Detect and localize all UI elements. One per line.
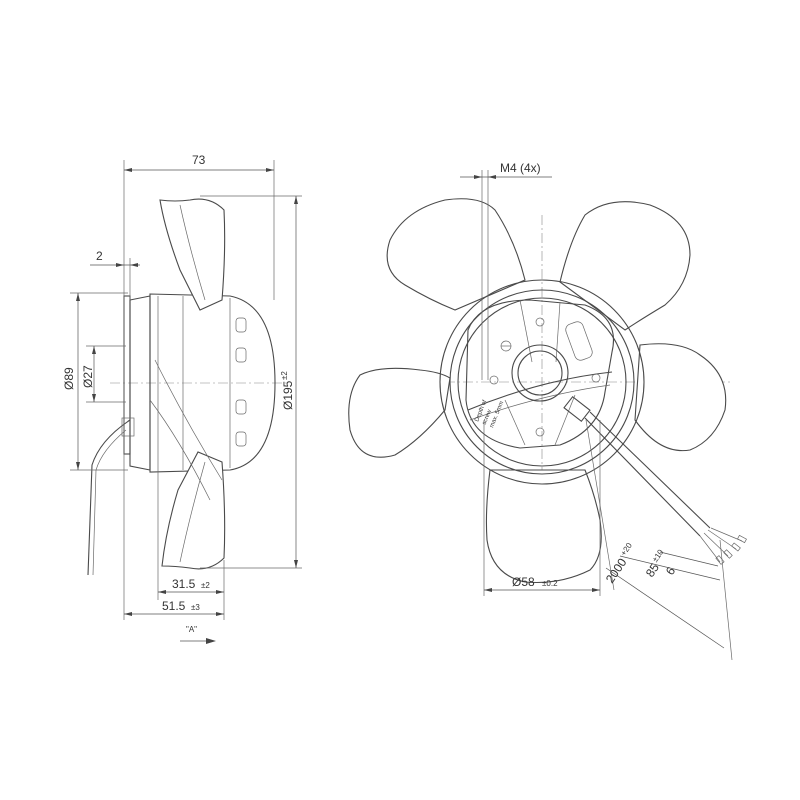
arrow-2-r bbox=[130, 263, 138, 267]
dim-6-label: 6 bbox=[663, 564, 679, 578]
hub-inner-ring bbox=[457, 297, 627, 467]
dim-89-label: Ø89 bbox=[62, 367, 76, 390]
arrow-2-l bbox=[116, 263, 124, 267]
side-view: 73 2 Ø89 Ø27 Ø195 ±2 bbox=[62, 153, 302, 644]
dim-58-tol: ±0.2 bbox=[542, 579, 558, 588]
arrow-73-l bbox=[124, 168, 132, 172]
front-lead-cable-2 bbox=[589, 411, 711, 529]
arrow-195-t bbox=[294, 196, 298, 204]
arrow-m4-l bbox=[474, 175, 482, 179]
strut-4 bbox=[554, 394, 576, 446]
arrow-51-l bbox=[124, 612, 132, 616]
rating-label-plate bbox=[565, 321, 593, 361]
arrow-27-b bbox=[92, 394, 96, 402]
front-blade-bottom bbox=[485, 469, 602, 583]
dim-line-2000 bbox=[605, 567, 725, 649]
dim-m4-label: M4 (4x) bbox=[500, 161, 541, 175]
dim-58-label: Ø58 bbox=[512, 575, 535, 589]
hub-outer bbox=[439, 279, 645, 485]
dim-line-85 bbox=[619, 555, 721, 581]
mounting-flange bbox=[123, 295, 131, 455]
strut-bridge-2 bbox=[469, 384, 611, 421]
arrow-31-l bbox=[158, 590, 166, 594]
arrow-89-b bbox=[76, 462, 80, 470]
ext-cable-base bbox=[585, 419, 615, 591]
strut-bridge bbox=[467, 371, 613, 411]
side-blade-bottom-edge bbox=[179, 461, 206, 563]
screw-depth-note: Depth of screw max. 5mm bbox=[474, 399, 505, 429]
wire-leads bbox=[699, 527, 747, 565]
arrow-27-t bbox=[92, 346, 96, 354]
strut-3 bbox=[504, 399, 526, 446]
arrow-58-l bbox=[484, 588, 492, 592]
front-lead-cable bbox=[584, 417, 701, 537]
side-blade-bottom bbox=[161, 451, 226, 570]
dim-85-tol: ±10 bbox=[650, 547, 665, 564]
ext-cable-end bbox=[719, 539, 733, 661]
center-hub-outer bbox=[511, 344, 569, 402]
dim-51-5-label: 51.5 bbox=[162, 599, 186, 613]
arrow-89-t bbox=[76, 293, 80, 301]
front-blade-left bbox=[348, 367, 451, 458]
dim-6-group: 6 bbox=[663, 564, 679, 578]
cable-gland bbox=[121, 417, 135, 437]
dim-73-label: 73 bbox=[192, 153, 206, 167]
rotor-cup bbox=[149, 293, 276, 473]
dim-85-group: 85 ±10 bbox=[643, 547, 666, 580]
dim-31-5-tol: ±2 bbox=[201, 581, 210, 590]
hub-ring bbox=[449, 289, 635, 475]
dim-51-5-tol: ±3 bbox=[191, 603, 200, 612]
strut-2 bbox=[555, 301, 561, 363]
dim-195-label: Ø195 bbox=[281, 380, 295, 410]
dim-195-group: Ø195 ±2 bbox=[280, 371, 295, 410]
strut-1 bbox=[519, 299, 533, 363]
mounting-holes bbox=[489, 317, 601, 437]
arrow-73-r bbox=[266, 168, 274, 172]
flange-plate bbox=[465, 299, 614, 449]
arrow-195-b bbox=[294, 560, 298, 568]
view-a-arrowhead bbox=[206, 638, 216, 644]
dim-195-tol: ±2 bbox=[280, 371, 289, 380]
arrow-31-r bbox=[216, 590, 224, 594]
arrow-m4-r bbox=[488, 175, 496, 179]
view-a-label: "A" bbox=[186, 625, 197, 634]
dim-line-6 bbox=[659, 551, 719, 567]
dim-85-label: 85 bbox=[643, 561, 662, 580]
front-blade-top-left bbox=[386, 198, 526, 311]
front-blade-right bbox=[634, 343, 727, 452]
front-blade-top-right bbox=[559, 201, 691, 331]
side-blade-mid-2 bbox=[149, 399, 211, 501]
dim-27-label: Ø27 bbox=[81, 365, 95, 388]
dim-31-5-label: 31.5 bbox=[172, 577, 196, 591]
arrow-58-r bbox=[592, 588, 600, 592]
dim-2000-tol: +20 bbox=[619, 541, 634, 558]
front-cable-gland bbox=[563, 395, 591, 423]
dim-2-label: 2 bbox=[96, 249, 103, 263]
dim-2000-group: 2000 +20 bbox=[603, 541, 634, 586]
arrow-51-r bbox=[216, 612, 224, 616]
front-view: Depth of screw max. 5mm M4 (4x) bbox=[348, 161, 747, 661]
screw-depth-line2: screw bbox=[482, 408, 494, 425]
side-blade-mid bbox=[154, 359, 223, 481]
center-hub-inner bbox=[517, 350, 563, 396]
cooling-slots bbox=[235, 317, 247, 447]
side-blade-top-edge bbox=[179, 204, 206, 301]
